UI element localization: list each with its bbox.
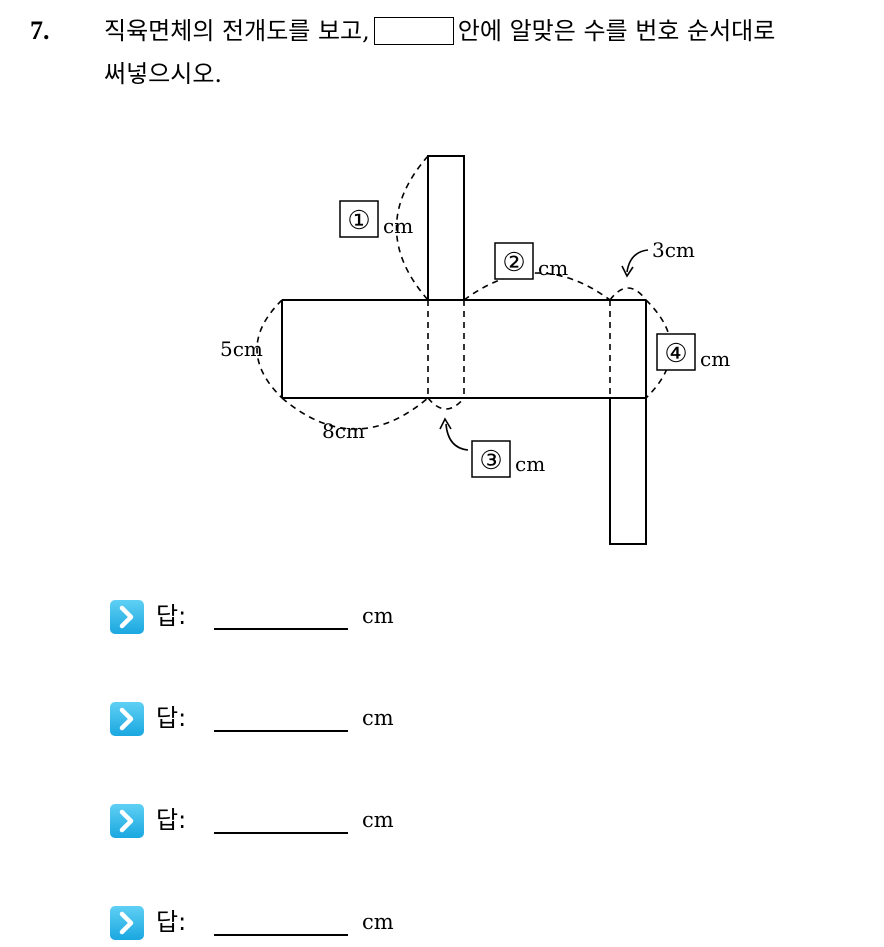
answer-label: 답:: [156, 908, 187, 936]
answer-label: 답:: [156, 806, 187, 834]
dim-8cm: 8cm: [322, 419, 365, 443]
box-label-4: [656, 333, 696, 371]
unit-label-4: cm: [700, 347, 730, 371]
arc-label-2: [463, 272, 611, 301]
answer-label: 답:: [156, 602, 187, 630]
blank-box: [373, 17, 454, 45]
answer-blank[interactable]: [214, 832, 348, 834]
unit-label-2: cm: [538, 256, 568, 280]
label-3: ③: [479, 446, 502, 476]
answer-unit: cm: [362, 604, 394, 628]
box-label-1: [339, 200, 379, 238]
arrow-3cm-head: [621, 265, 634, 278]
label-4: ④: [664, 339, 687, 369]
answer-unit: cm: [362, 706, 394, 730]
arc-3cm: [609, 287, 647, 301]
answer-unit: cm: [362, 808, 394, 832]
answer-blank[interactable]: [214, 628, 348, 630]
answer-row-4: 답: cm: [110, 904, 510, 944]
label-2: ②: [502, 248, 525, 278]
dim-3cm: 3cm: [652, 238, 695, 262]
question-text-line1: 직육면체의 전개도를 보고, 안에 알맞은 수를 번호 순서대로: [104, 14, 775, 48]
arrow-label-3: [445, 423, 469, 451]
box-label-3: [471, 440, 511, 478]
label-1: ①: [347, 206, 370, 236]
question-text-before-box: 직육면체의 전개도를 보고,: [104, 17, 370, 45]
unit-label-3: cm: [515, 452, 545, 476]
answer-row-2: 답: cm: [110, 700, 510, 740]
net-bottom-flap: [609, 398, 647, 545]
arrow-label-3-head: [439, 417, 452, 430]
chevron-right-icon: [110, 906, 144, 940]
question-text-line2: 써넣으시오.: [104, 60, 223, 88]
arc-5cm: [256, 299, 283, 399]
question-text-after-box: 안에 알맞은 수를 번호 순서대로: [457, 17, 776, 45]
arrow-3cm: [626, 249, 649, 273]
answer-row-1: 답: cm: [110, 598, 510, 638]
arc-label-1: [395, 155, 429, 301]
unit-label-1: cm: [383, 214, 413, 238]
answer-blank[interactable]: [214, 934, 348, 936]
chevron-right-icon: [110, 702, 144, 736]
answer-blank[interactable]: [214, 730, 348, 732]
dim-5cm: 5cm: [220, 337, 263, 361]
question-number: 7.: [30, 16, 50, 45]
answer-unit: cm: [362, 910, 394, 934]
arc-8cm: [281, 397, 429, 430]
chevron-right-icon: [110, 600, 144, 634]
box-label-2: [494, 242, 534, 280]
net-top-flap: [427, 155, 465, 300]
net-diagram: ① ② ③ ④ cm cm cm cm 3cm 5cm 8cm: [220, 155, 730, 545]
arc-label-3: [427, 397, 465, 410]
chevron-right-icon: [110, 804, 144, 838]
answer-label: 답:: [156, 704, 187, 732]
answer-row-3: 답: cm: [110, 802, 510, 842]
